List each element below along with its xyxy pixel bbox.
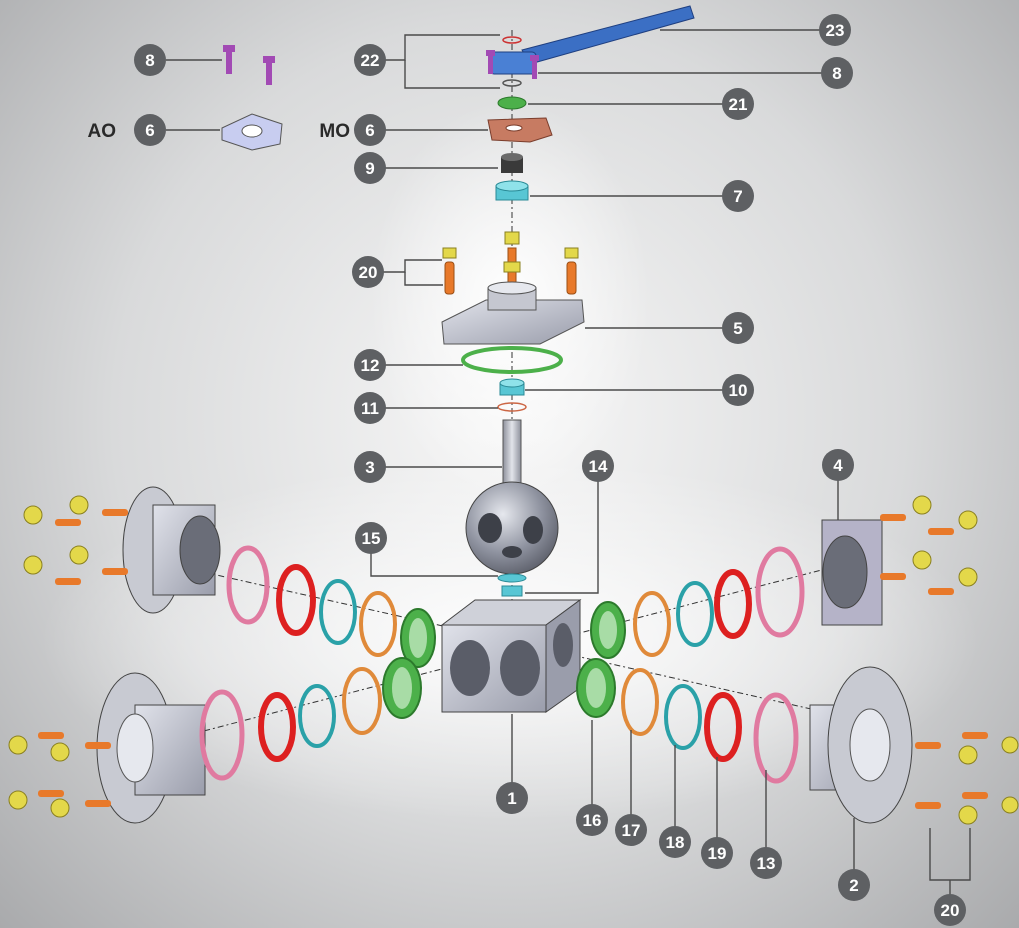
end-flange-lower-left bbox=[96, 672, 206, 824]
seal-15 bbox=[497, 573, 527, 583]
square-flange-4 bbox=[821, 519, 883, 626]
upper-right-seal-rings bbox=[590, 546, 805, 659]
svg-text:12: 12 bbox=[361, 356, 380, 375]
svg-text:10: 10 bbox=[729, 381, 748, 400]
seal-14 bbox=[501, 585, 523, 597]
callout-20-bonnet-bolts: 20 bbox=[352, 256, 384, 288]
svg-text:6: 6 bbox=[145, 121, 154, 140]
callout-15-seal: 15 bbox=[355, 522, 387, 554]
washer-11 bbox=[497, 402, 527, 412]
washer-bottom bbox=[502, 79, 522, 87]
valve-body-1 bbox=[440, 599, 582, 713]
callout-12-o-ring: 12 bbox=[354, 349, 386, 381]
lower-right-bolts bbox=[915, 732, 1019, 825]
bonnet-bolt-left bbox=[442, 247, 457, 295]
lower-left-seal-rings bbox=[199, 657, 422, 781]
callout-14-seal: 14 bbox=[582, 450, 614, 482]
callout-6-ao-bracket: AO 6 bbox=[88, 114, 166, 146]
svg-text:MO: MO bbox=[319, 121, 350, 142]
bushing-10 bbox=[499, 378, 525, 396]
svg-text:20: 20 bbox=[359, 263, 378, 282]
svg-text:22: 22 bbox=[361, 51, 380, 70]
svg-text:14: 14 bbox=[589, 457, 608, 476]
svg-text:8: 8 bbox=[145, 51, 154, 70]
lower-right-seal-rings bbox=[576, 658, 799, 784]
callout-5-bonnet: 5 bbox=[722, 312, 754, 344]
callout-19-ring: 19 bbox=[701, 837, 733, 869]
svg-text:20: 20 bbox=[941, 901, 960, 920]
callout-17-ring: 17 bbox=[615, 814, 647, 846]
handle-screws bbox=[486, 50, 539, 79]
callout-16-seat: 16 bbox=[576, 804, 608, 836]
upper-left-bolts bbox=[23, 495, 128, 585]
callout-7-packing: 7 bbox=[722, 180, 754, 212]
end-flange-lower-right bbox=[809, 666, 913, 824]
svg-text:2: 2 bbox=[849, 876, 858, 895]
callout-9-gland: 9 bbox=[354, 152, 386, 184]
callout-18-ring: 18 bbox=[659, 826, 691, 858]
mounting-bracket-ao bbox=[221, 113, 283, 151]
svg-text:13: 13 bbox=[757, 854, 776, 873]
loose-screws-8 bbox=[223, 45, 275, 85]
svg-text:23: 23 bbox=[826, 21, 845, 40]
svg-text:21: 21 bbox=[729, 95, 748, 114]
lever-handle bbox=[489, 5, 695, 75]
svg-text:9: 9 bbox=[365, 159, 374, 178]
svg-text:5: 5 bbox=[733, 319, 742, 338]
callout-8-screws-left: 8 bbox=[134, 44, 166, 76]
svg-text:19: 19 bbox=[708, 844, 727, 863]
svg-text:AO: AO bbox=[88, 121, 117, 142]
svg-text:1: 1 bbox=[507, 789, 516, 808]
svg-text:15: 15 bbox=[362, 529, 381, 548]
callout-10-bushing: 10 bbox=[722, 374, 754, 406]
callout-21-stop-plate: 21 bbox=[722, 88, 754, 120]
bonnet-flange-5 bbox=[441, 281, 585, 345]
svg-text:4: 4 bbox=[833, 456, 843, 475]
washer-top bbox=[502, 36, 522, 44]
stop-plate-21 bbox=[497, 96, 527, 110]
callout-6-mo-bracket: MO 6 bbox=[319, 114, 386, 146]
upper-right-bolts bbox=[880, 495, 978, 595]
callout-1-body: 1 bbox=[496, 782, 528, 814]
callout-2-end-flange: 2 bbox=[838, 869, 870, 901]
packing-7 bbox=[495, 180, 529, 201]
end-flange-upper-left bbox=[122, 486, 221, 614]
leader-lines bbox=[166, 29, 971, 895]
mounting-bracket-mo bbox=[487, 117, 553, 143]
lower-left-bolts bbox=[8, 732, 111, 818]
callout-20-flange-bolts: 20 bbox=[934, 894, 966, 926]
svg-text:18: 18 bbox=[666, 833, 685, 852]
callout-4-square-flange: 4 bbox=[822, 449, 854, 481]
upper-left-seal-rings bbox=[226, 545, 436, 668]
callout-23-handle: 23 bbox=[819, 14, 851, 46]
callout-3-ball-stem: 3 bbox=[354, 451, 386, 483]
svg-text:11: 11 bbox=[361, 399, 379, 418]
svg-text:17: 17 bbox=[622, 821, 641, 840]
callout-22-washers: 22 bbox=[354, 44, 386, 76]
ball-and-stem-3 bbox=[465, 419, 559, 575]
svg-text:16: 16 bbox=[583, 811, 602, 830]
callout-8-handle-screws: 8 bbox=[821, 57, 853, 89]
svg-text:8: 8 bbox=[832, 64, 841, 83]
bonnet-bolt-right bbox=[564, 247, 579, 295]
svg-text:7: 7 bbox=[733, 187, 742, 206]
svg-text:3: 3 bbox=[365, 458, 374, 477]
svg-text:6: 6 bbox=[365, 121, 374, 140]
callout-13-gasket: 13 bbox=[750, 847, 782, 879]
o-ring-12 bbox=[461, 346, 563, 374]
gland-9 bbox=[501, 153, 523, 173]
callout-11-washer: 11 bbox=[354, 392, 386, 424]
